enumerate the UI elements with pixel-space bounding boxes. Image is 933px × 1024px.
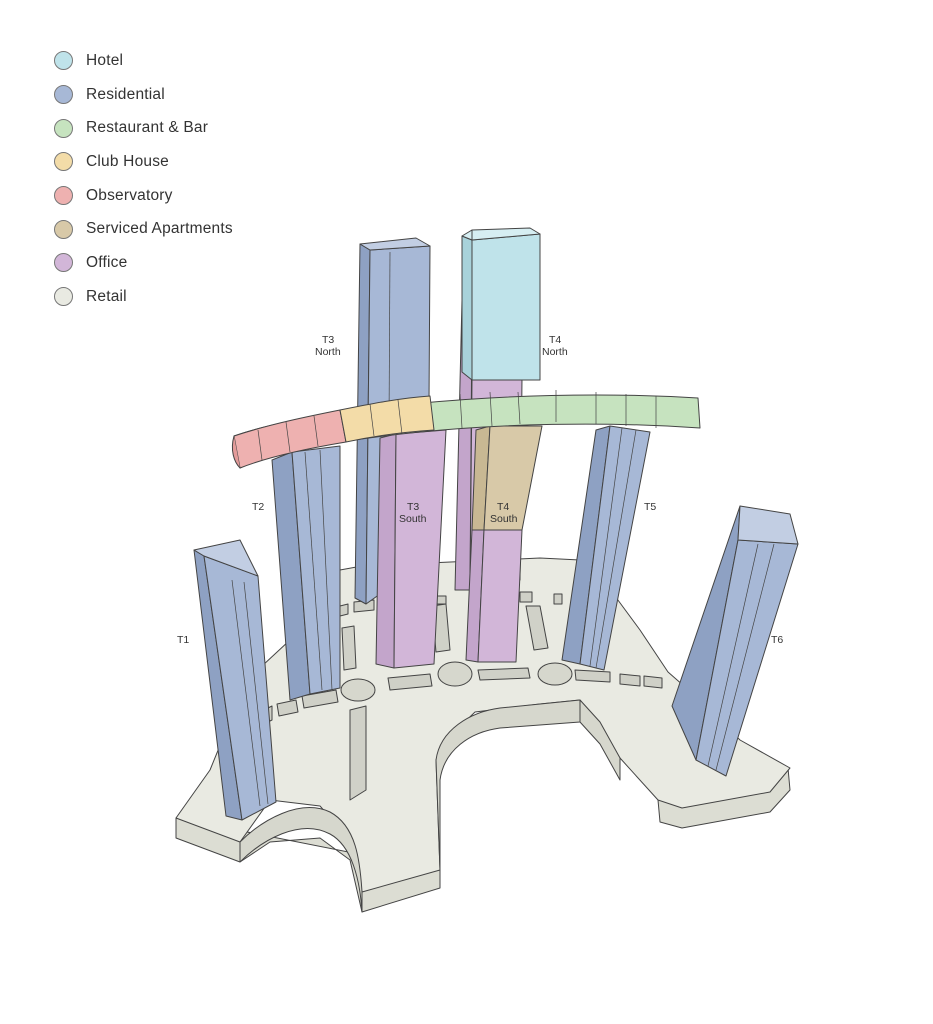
label-t5: T5 (644, 501, 656, 513)
legend: Hotel Residential Restaurant & Bar Club … (54, 44, 233, 314)
legend-swatch-serviced-apartments (54, 219, 73, 239)
tower-t2 (271, 445, 341, 701)
label-t3-north-1: T3 (322, 334, 334, 346)
legend-item-serviced-apartments: Serviced Apartments (54, 212, 233, 246)
legend-label: Office (86, 253, 128, 271)
legend-item-club-house: Club House (54, 145, 233, 179)
label-t3-south-2: South (399, 513, 427, 525)
label-t4-south-1: T4 (497, 501, 509, 513)
legend-item-observatory: Observatory (54, 179, 233, 213)
legend-item-restaurant-bar: Restaurant & Bar (54, 111, 233, 145)
label-t4-north-1: T4 (549, 334, 561, 346)
legend-swatch-restaurant-bar (54, 118, 73, 138)
tower-t3-south (375, 429, 447, 669)
tower-t5 (561, 425, 651, 671)
legend-label: Restaurant & Bar (86, 119, 209, 137)
tower-t4-south (465, 425, 543, 663)
legend-label: Retail (86, 287, 127, 305)
legend-item-residential: Residential (54, 78, 233, 112)
tower-t6 (671, 505, 799, 777)
legend-swatch-hotel (54, 51, 73, 71)
label-t4-south-2: South (490, 513, 518, 525)
legend-swatch-retail (54, 287, 73, 307)
label-t4-north-2: North (542, 346, 568, 358)
tower-t1 (193, 539, 277, 821)
legend-swatch-observatory (54, 186, 73, 206)
legend-swatch-club-house (54, 152, 73, 172)
legend-item-retail: Retail (54, 280, 233, 314)
legend-label: Club House (86, 152, 169, 170)
label-t3-south-1: T3 (407, 501, 419, 513)
label-t1: T1 (177, 634, 189, 646)
legend-label: Residential (86, 85, 165, 103)
legend-item-hotel: Hotel (54, 44, 233, 78)
legend-swatch-office (54, 253, 73, 273)
label-t6: T6 (771, 634, 783, 646)
label-t2: T2 (252, 501, 264, 513)
tower-labels: T1 T2 T3 North T3 South T4 North T4 Sout… (177, 334, 783, 646)
legend-label: Serviced Apartments (86, 220, 233, 238)
legend-item-office: Office (54, 246, 233, 280)
label-t3-north-2: North (315, 346, 341, 358)
skybridge (231, 390, 701, 469)
legend-label: Observatory (86, 186, 173, 204)
legend-label: Hotel (86, 51, 124, 69)
legend-swatch-residential (54, 85, 73, 105)
